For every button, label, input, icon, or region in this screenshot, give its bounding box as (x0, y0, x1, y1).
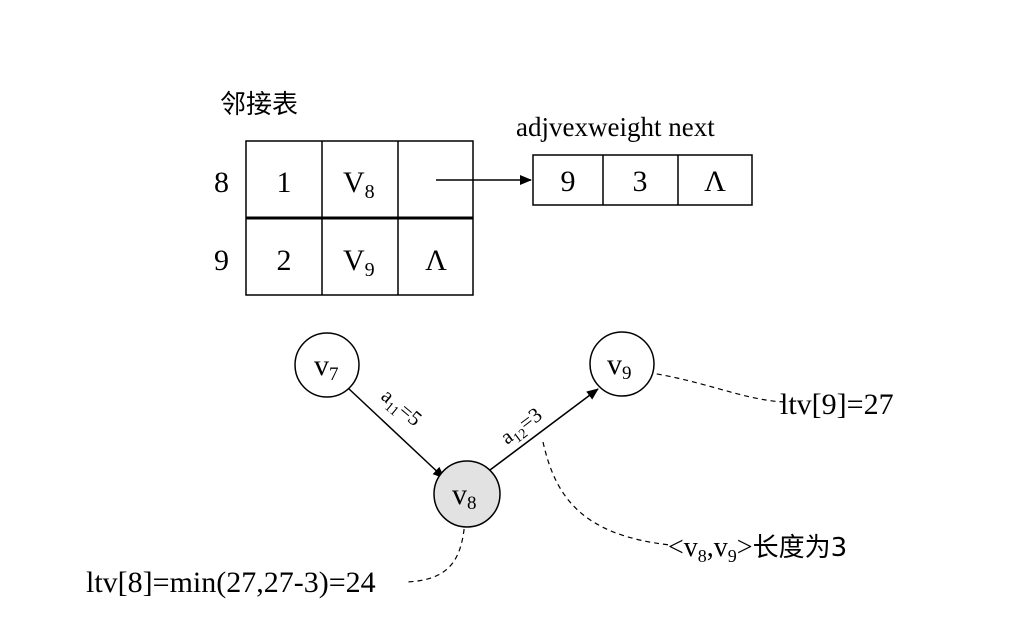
node-label: v9 (607, 348, 632, 384)
row-index: 9 (214, 244, 229, 277)
weight-cell: 3 (633, 165, 648, 198)
ltv9-annotation: ltv[9]=27 (780, 388, 894, 421)
length-annotation: <v8,v9>长度为3 (668, 532, 847, 566)
edge-v7-v8 (347, 387, 445, 479)
in-degree-cell: 1 (277, 166, 292, 199)
in-degree-cell: 2 (277, 244, 292, 277)
graph-node: v7 (294, 332, 360, 398)
node-label: v7 (314, 349, 339, 385)
field-labels: adjvexweight next (516, 112, 715, 142)
edge-node: 9 3 Λ (532, 154, 753, 206)
edge-v8-v9 (489, 388, 599, 471)
vertex-cell: V8 (343, 166, 375, 203)
next-cell: Λ (704, 165, 726, 198)
leader-length (542, 441, 671, 546)
adjacency-table (245, 140, 474, 296)
edge-label-a12: a12=3 (496, 402, 549, 452)
first-edge-cell: Λ (425, 244, 447, 277)
table-row: 8 1 V8 (214, 166, 375, 203)
vertex-cell: V9 (343, 244, 375, 281)
graph-node: v9 (589, 331, 655, 397)
node-circle (294, 332, 360, 398)
ltv8-annotation: ltv[8]=min(27,27-3)=24 (86, 566, 376, 599)
leader-ltv9 (629, 369, 786, 403)
table-title: 邻接表 (220, 90, 298, 120)
row-index: 8 (214, 166, 229, 199)
node-circle (433, 460, 501, 528)
graph-node-highlighted: v8 (433, 460, 501, 528)
adjvex-cell: 9 (561, 165, 576, 198)
leader-ltv8 (405, 519, 466, 583)
edge-node-frame (532, 154, 753, 206)
node-circle (589, 331, 655, 397)
edge-label-a11: a11=5 (374, 383, 427, 433)
table-row: 9 2 V9 Λ (214, 244, 447, 281)
node-label: v8 (452, 478, 477, 514)
